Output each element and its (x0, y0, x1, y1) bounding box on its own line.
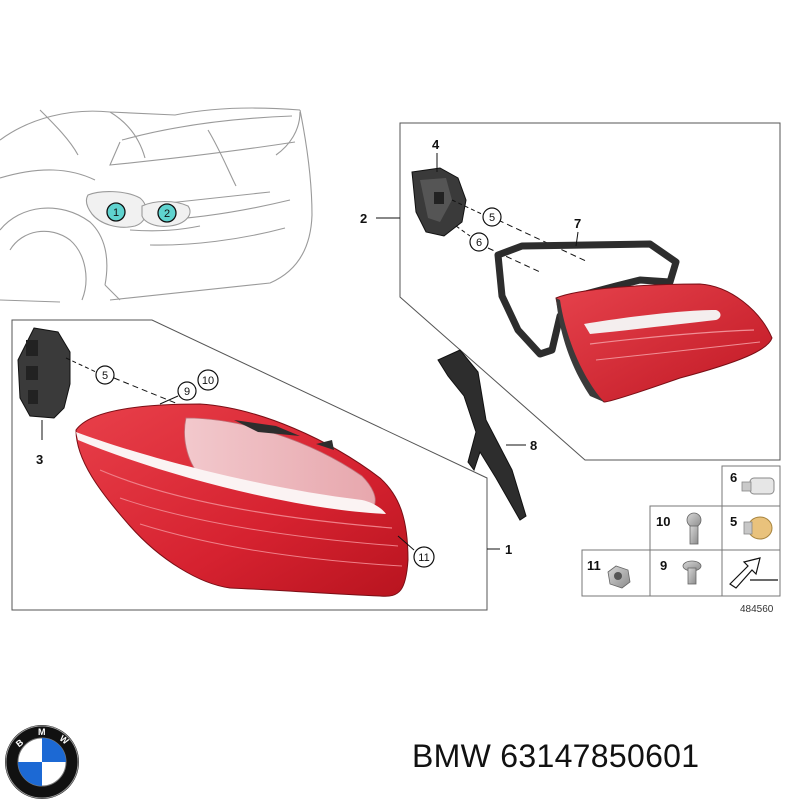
legend-item-6: 6 (730, 470, 775, 495)
inner-tail-light (555, 283, 773, 403)
part-4-socket (411, 160, 467, 237)
svg-text:6: 6 (730, 470, 737, 485)
label-4: 4 (432, 137, 440, 152)
outer-tail-light (75, 403, 409, 597)
label-3: 3 (36, 452, 43, 467)
part-3-socket (17, 327, 71, 440)
car-callout-2: 2 (157, 203, 177, 223)
svg-text:11: 11 (587, 558, 601, 573)
svg-text:B: B (14, 737, 26, 749)
svg-text:9: 9 (660, 558, 667, 573)
label-1: 1 (505, 542, 512, 557)
svg-text:10: 10 (656, 514, 670, 529)
callout-5-lower: 5 (95, 365, 115, 385)
callout-11-lower: 11 (413, 546, 435, 568)
callout-10: 10 (197, 369, 219, 391)
svg-text:5: 5 (489, 212, 495, 224)
label-7: 7 (574, 216, 581, 231)
svg-text:6: 6 (476, 237, 482, 249)
svg-text:9: 9 (184, 386, 190, 398)
outer-assembly-frame (11, 319, 488, 611)
svg-text:1: 1 (113, 207, 119, 219)
callout-5-upper: 5 (482, 207, 502, 227)
callout-6: 6 (469, 232, 489, 252)
svg-text:2: 2 (164, 208, 170, 220)
legend-item-11: 11 (587, 558, 631, 589)
label-8: 8 (530, 438, 537, 453)
bmw-logo: B M W (5, 725, 79, 799)
reference-number: 484560 (740, 604, 774, 615)
callout-9-lower: 9 (177, 381, 197, 401)
legend-item-9: 9 (660, 558, 702, 585)
svg-text:M: M (38, 727, 46, 737)
svg-text:5: 5 (102, 370, 108, 382)
car-outline-drawing (0, 107, 313, 303)
svg-text:11: 11 (418, 552, 429, 564)
label-2: 2 (360, 211, 367, 226)
svg-text:10: 10 (202, 375, 214, 387)
part-8-bracket (437, 349, 527, 521)
small-parts-legend (581, 465, 781, 597)
svg-text:5: 5 (730, 514, 737, 529)
arrow-direction-icon (729, 557, 778, 589)
legend-item-5: 5 (730, 514, 773, 540)
legend-item-10: 10 (656, 512, 702, 545)
car-callout-1: 1 (106, 202, 126, 222)
inner-assembly-frame (399, 122, 781, 461)
part-number-caption: BMW 63147850601 (412, 738, 700, 774)
